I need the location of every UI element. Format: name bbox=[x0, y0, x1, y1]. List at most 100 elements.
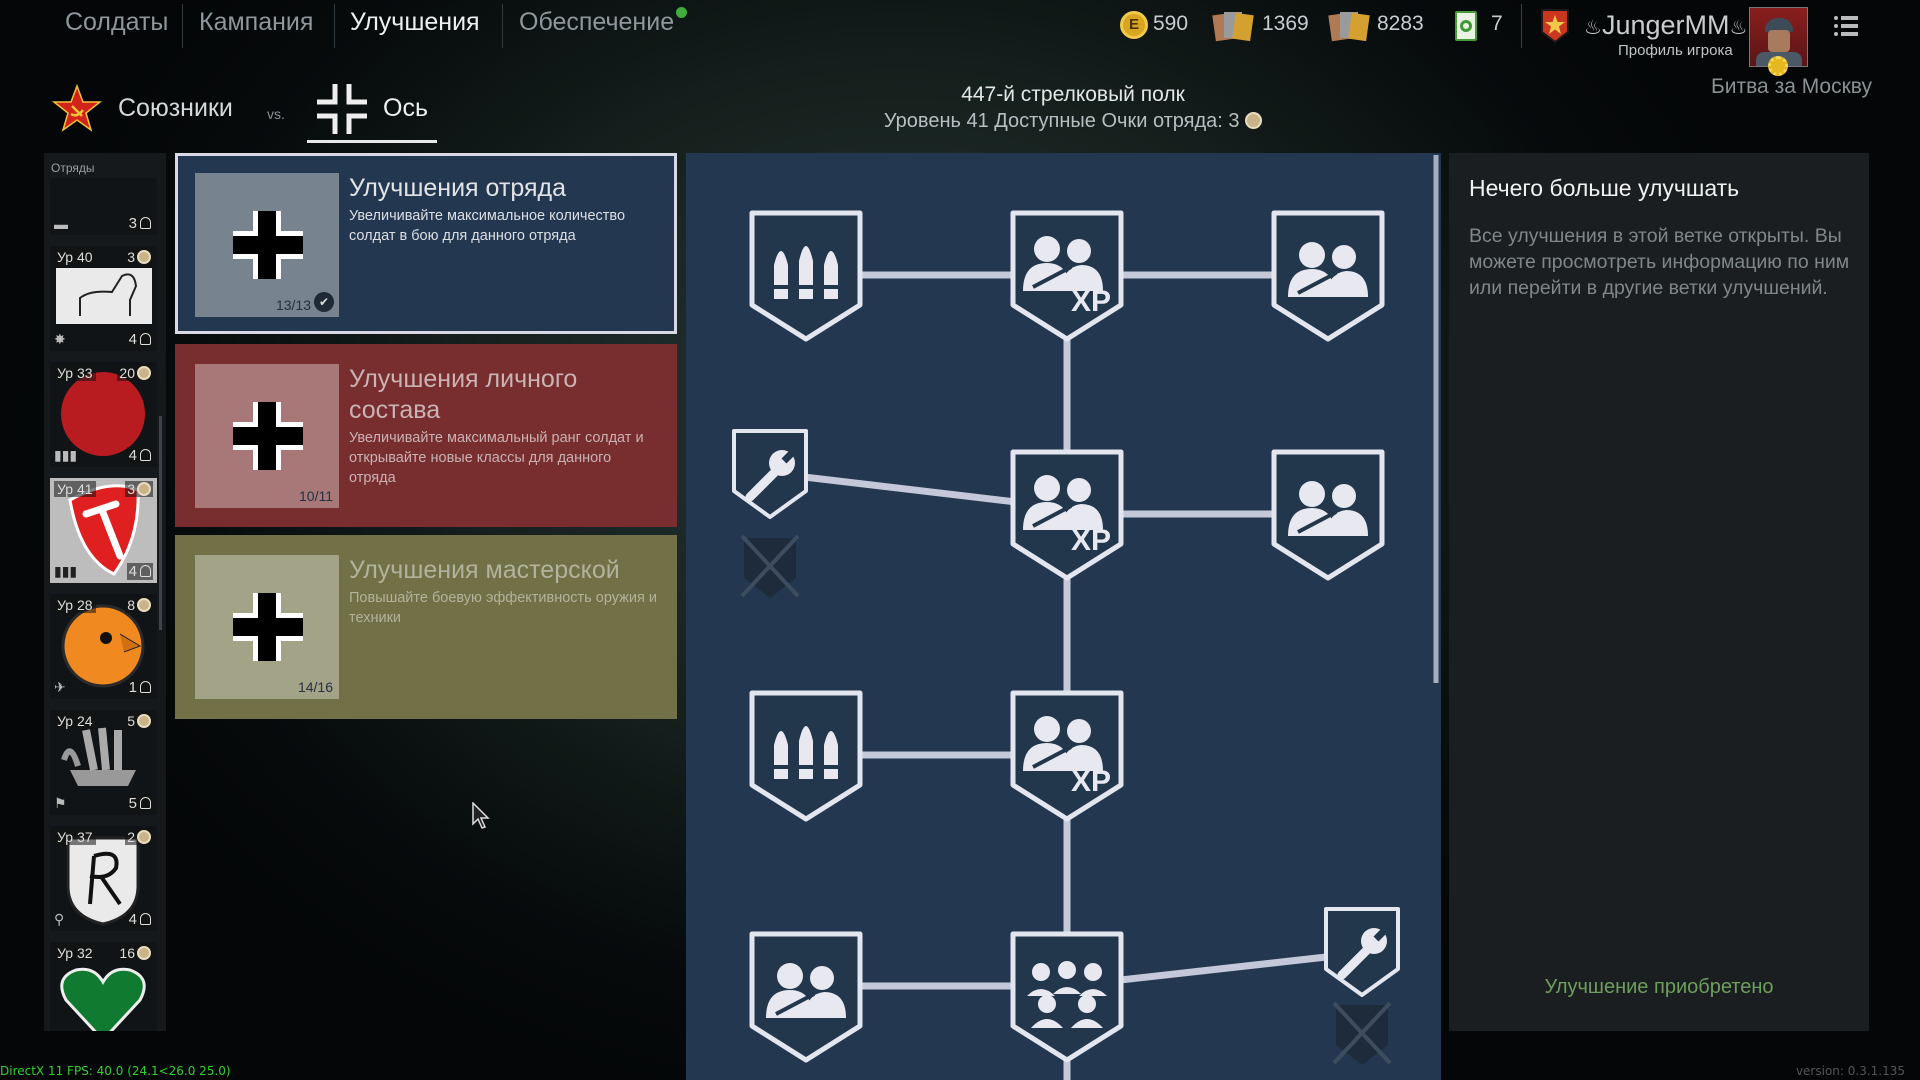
menu-icon[interactable] bbox=[1834, 16, 1858, 36]
squad-emblem-heart-icon bbox=[60, 967, 146, 1031]
squad-class-ammo-icon: ▮▮▮ bbox=[54, 447, 78, 463]
player-name-text: JungerMM bbox=[1601, 10, 1730, 40]
balkenkreuz-icon bbox=[233, 593, 303, 661]
squad-soldier-count: 4 bbox=[126, 447, 153, 464]
info-title: Нечего больше улучшать bbox=[1469, 175, 1740, 201]
person-icon bbox=[140, 913, 151, 925]
squad-level: Ур 40 bbox=[54, 249, 96, 265]
prestige-medal-icon bbox=[1768, 56, 1788, 76]
squad-point-icon bbox=[137, 830, 151, 844]
squad-point-icon bbox=[137, 946, 151, 960]
rank-badge-icon bbox=[1541, 9, 1569, 44]
upgrade-node-squad[interactable] bbox=[752, 934, 860, 1060]
faction-underline bbox=[307, 140, 437, 143]
upgrade-node-xp[interactable]: XP bbox=[1013, 693, 1121, 819]
regiment-name: 447-й стрелковый полк bbox=[961, 83, 1185, 106]
card-desc: Увеличивайте максимальный ранг солдат и … bbox=[349, 430, 644, 486]
tab-upgrades[interactable]: Улучшения bbox=[350, 8, 480, 36]
card-desc: Повышайте боевую эффективность оружия и … bbox=[349, 590, 657, 626]
balkenkreuz-icon bbox=[233, 211, 303, 279]
soldier-orders-amount: 8283 bbox=[1377, 12, 1424, 35]
upgrade-node-squad-size[interactable] bbox=[1013, 934, 1121, 1060]
squad-points: 3 bbox=[125, 481, 153, 497]
squad-point-icon bbox=[137, 482, 151, 496]
squad-soldier-count: 1 bbox=[126, 679, 153, 696]
squad-points: 3 bbox=[125, 249, 153, 265]
squad-level: Ур 32 bbox=[54, 945, 96, 961]
squad-level: Ур 41 bbox=[54, 481, 96, 497]
squad-class-tank-icon: ▬ bbox=[54, 216, 68, 232]
divider bbox=[182, 4, 183, 48]
tab-supply[interactable]: Обеспечение bbox=[519, 8, 675, 36]
progress-count: 13/13 bbox=[275, 297, 311, 313]
reroll-ticket-icon bbox=[1455, 11, 1477, 41]
upgrade-node-wrench[interactable] bbox=[1324, 907, 1400, 997]
squad-level: Ур 37 bbox=[54, 829, 96, 845]
player-profile-link[interactable]: Профиль игрока bbox=[1618, 42, 1733, 59]
faction-allies[interactable]: Союзники bbox=[118, 94, 233, 122]
upgrade-node-ammo[interactable] bbox=[752, 213, 860, 339]
gold-amount: 590 bbox=[1153, 12, 1189, 35]
squad-class-ammo-icon: ▮▮▮ bbox=[54, 563, 78, 579]
card-icon-box: 13/13 ✔ bbox=[195, 173, 339, 317]
xp-label: XP bbox=[1071, 524, 1111, 557]
checkmark-icon: ✔ bbox=[314, 292, 334, 312]
squad-points: 5 bbox=[125, 713, 153, 729]
flame-icon: ♨ bbox=[1584, 17, 1602, 39]
axis-cross-icon[interactable] bbox=[317, 84, 367, 134]
person-icon bbox=[140, 565, 151, 577]
squad-emblem-red-circle-icon bbox=[61, 372, 145, 456]
soldier-order-icon bbox=[1328, 12, 1370, 42]
balkenkreuz-icon bbox=[233, 402, 303, 470]
upgrade-node-squad[interactable] bbox=[1274, 452, 1382, 578]
level-text: Уровень 41 Доступные Очки отряда: 3 bbox=[883, 110, 1240, 132]
upgrade-node-locked[interactable] bbox=[1332, 1001, 1392, 1065]
soviet-star-icon[interactable] bbox=[52, 84, 102, 134]
faction-axis[interactable]: Ось bbox=[383, 94, 428, 122]
info-panel: Нечего больше улучшать Все улучшения в э… bbox=[1449, 153, 1869, 1031]
squad-emblem-r-shield-icon bbox=[66, 836, 140, 926]
fps-counter: DirectX 11 FPS: 40.0 (24.1<26.0 25.0) bbox=[0, 1064, 231, 1078]
sidebar-scrollbar[interactable] bbox=[159, 416, 162, 630]
upgrade-node-wrench[interactable] bbox=[732, 429, 808, 519]
divider bbox=[1521, 4, 1522, 48]
flame-icon: ♨ bbox=[1729, 17, 1748, 39]
upgrade-node-squad[interactable] bbox=[1274, 213, 1382, 339]
card-desc: Увеличивайте максимальное количество сол… bbox=[349, 208, 626, 244]
player-name[interactable]: ♨JungerMM♨ bbox=[1584, 10, 1747, 41]
sidebar-title: Отряды bbox=[51, 161, 95, 175]
tab-soldiers[interactable]: Солдаты bbox=[65, 8, 169, 36]
squad-level-info: Уровень 41 Доступные Очки отряда: 3 bbox=[760, 110, 1386, 133]
squad-points: 8 bbox=[125, 597, 153, 613]
squad-points: 2 bbox=[125, 829, 153, 845]
upgrade-node-ammo[interactable] bbox=[752, 693, 860, 819]
squad-point-icon bbox=[137, 366, 151, 380]
squad-emblem-ship-icon bbox=[61, 727, 136, 786]
info-body: Все улучшения в этой ветке открыты. Вы м… bbox=[1469, 225, 1850, 299]
squad-item[interactable]: 3▬ bbox=[50, 178, 157, 235]
upgrade-node-xp[interactable]: XP bbox=[1013, 452, 1121, 578]
tab-campaign[interactable]: Кампания bbox=[199, 8, 314, 36]
squad-points: 20 bbox=[117, 365, 153, 381]
notification-dot bbox=[676, 7, 687, 18]
weapon-orders-amount: 1369 bbox=[1262, 12, 1309, 35]
squad-emblem-red-shield-icon bbox=[68, 484, 140, 576]
squad-level: Ур 28 bbox=[54, 597, 96, 613]
upgrade-node-xp[interactable]: XP bbox=[1013, 213, 1121, 339]
upgrade-tree-panel: XP XP XP bbox=[686, 153, 1441, 1080]
upgrade-node-locked[interactable] bbox=[740, 534, 800, 598]
person-icon bbox=[140, 333, 151, 345]
squad-class-explosion-icon: ✸ bbox=[54, 331, 66, 347]
